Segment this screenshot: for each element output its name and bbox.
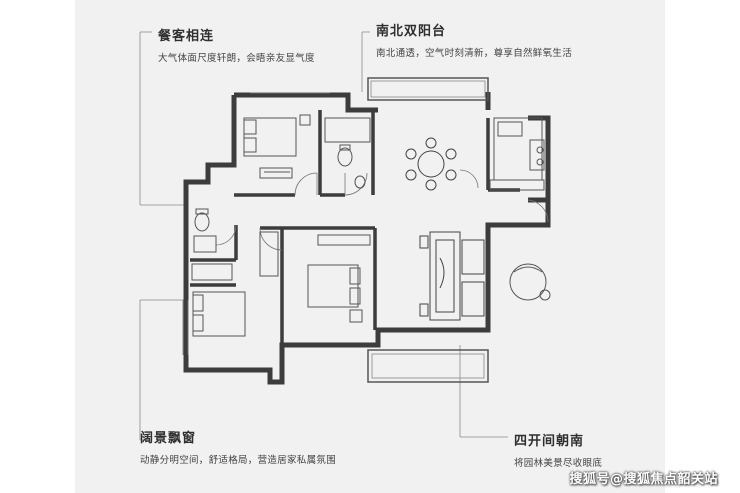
dining-table-icon	[405, 137, 457, 191]
bed-icon-2	[259, 231, 371, 323]
callout-south-desc: 将园林美景尽收眼底	[514, 458, 603, 469]
toilet-icon	[324, 117, 371, 189]
sofa-icon	[419, 231, 485, 321]
leader-dining	[139, 31, 188, 206]
kitchen-stove-icon	[489, 117, 545, 191]
callout-dining-desc: 大气体面尺度轩朗，会晤亲友显气度	[158, 53, 315, 64]
doors	[215, 169, 549, 251]
armchair-icon	[509, 263, 551, 301]
callout-balcony-desc: 南北通透，空气时刻清新，尊享自然鲜氧生活	[376, 48, 573, 59]
callout-dining: 餐客相连 大气体面尺度轩朗，会晤亲友显气度	[158, 25, 315, 64]
watermark-text: 搜狐号@搜狐焦点韶关站	[569, 472, 718, 487]
callout-window-desc: 动静分明空间，舒适格局，营造居家私属氛围	[140, 455, 337, 466]
north-balcony	[367, 77, 489, 101]
callout-south-title: 四开间朝南	[514, 434, 585, 449]
bed-icon-3	[191, 263, 246, 337]
toilet-icon-2	[193, 208, 217, 253]
leader-balcony	[361, 31, 370, 92]
leader-window	[139, 299, 186, 441]
leader-south	[459, 345, 508, 438]
callout-window-title: 阔景飘窗	[140, 431, 197, 446]
callout-balcony: 南北双阳台 南北通透，空气时刻清新，尊享自然鲜氧生活	[376, 20, 572, 59]
background-panel	[75, 0, 665, 493]
callout-balcony-title: 南北双阳台	[376, 24, 447, 39]
callout-south: 四开间朝南 将园林美景尽收眼底	[514, 430, 602, 469]
interior-walls	[190, 110, 520, 345]
callout-dining-title: 餐客相连	[158, 29, 215, 44]
leader-lines	[139, 31, 508, 441]
windows	[182, 92, 330, 355]
south-balcony	[367, 349, 489, 383]
callout-window: 阔景飘窗 动静分明空间，舒适格局，营造居家私属氛围	[140, 427, 336, 466]
bed-icon	[243, 114, 311, 179]
